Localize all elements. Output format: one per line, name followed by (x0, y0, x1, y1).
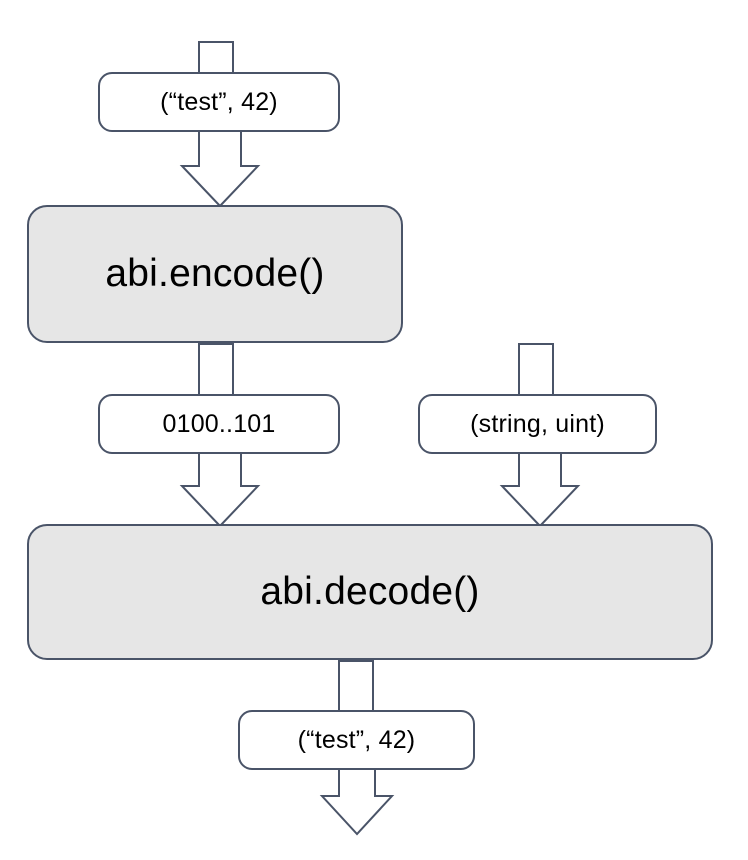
input-to-encode-arrow (179, 129, 261, 208)
input-tuple-label: (“test”, 42) (160, 87, 278, 116)
output-down-arrow (319, 767, 395, 836)
output-tuple-box: (“test”, 42) (238, 710, 475, 770)
output-tuple-label: (“test”, 42) (297, 725, 416, 754)
types-stub-arrow (518, 343, 554, 401)
encode-process-box: abi.encode() (27, 205, 403, 343)
bytes-stub-arrow (198, 343, 234, 401)
encoded-bytes-label: 0100..101 (162, 409, 276, 438)
encode-process-label: abi.encode() (105, 252, 325, 295)
encoded-bytes-box: 0100..101 (98, 394, 340, 454)
types-tuple-label: (string, uint) (470, 409, 605, 438)
decode-process-label: abi.decode() (260, 570, 480, 613)
input-tuple-box: (“test”, 42) (98, 72, 340, 132)
decode-to-output-stub (338, 660, 374, 718)
types-tuple-box: (string, uint) (418, 394, 657, 454)
bytes-to-decode-arrow (179, 451, 261, 528)
types-to-decode-arrow (499, 451, 581, 528)
decode-process-box: abi.decode() (27, 524, 713, 660)
